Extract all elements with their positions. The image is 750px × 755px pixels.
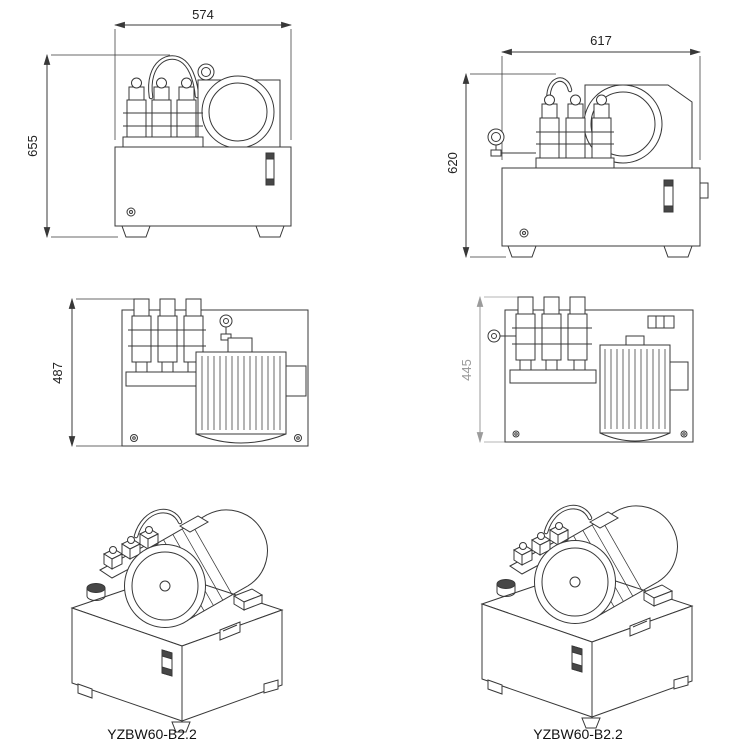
mounting-holes bbox=[512, 430, 688, 438]
pressure-gauge-icon bbox=[487, 128, 536, 157]
tank-foot bbox=[663, 245, 693, 258]
valve bbox=[567, 296, 588, 371]
valve-bank bbox=[122, 77, 204, 148]
tank-foot bbox=[507, 245, 537, 258]
valve bbox=[515, 296, 536, 371]
motor-top bbox=[195, 351, 307, 444]
valve bbox=[539, 94, 560, 159]
dim-655: 655 bbox=[25, 53, 170, 239]
valve bbox=[126, 77, 147, 138]
valve bbox=[541, 296, 562, 371]
front-view-2: 617 620 bbox=[445, 33, 709, 259]
iso-view-left bbox=[72, 510, 282, 732]
valve bbox=[131, 298, 152, 373]
top-fitting bbox=[647, 315, 675, 329]
side-bracket bbox=[699, 182, 709, 199]
valve bbox=[591, 94, 612, 159]
valve-bank bbox=[535, 94, 615, 169]
pressure-gauge-icon bbox=[487, 329, 516, 343]
caption-left: YZBW60-B2.2 bbox=[107, 726, 197, 742]
hose-icon bbox=[148, 55, 200, 100]
dim-620: 620 bbox=[445, 72, 556, 259]
dim-label-617: 617 bbox=[590, 33, 612, 48]
top-view-1: 487 bbox=[50, 297, 309, 448]
motor-shaft-end bbox=[625, 335, 645, 346]
valve bbox=[183, 298, 204, 373]
dim-label-445: 445 bbox=[459, 359, 474, 381]
tank-foot bbox=[255, 225, 285, 238]
dim-617: 617 bbox=[500, 33, 702, 160]
drain-plug-icon bbox=[519, 228, 529, 238]
level-gauge bbox=[265, 152, 275, 186]
level-gauge bbox=[663, 179, 674, 213]
motor-fins bbox=[604, 349, 666, 429]
tank-front bbox=[501, 167, 709, 258]
dim-445: 445 bbox=[459, 295, 518, 444]
dim-label-620: 620 bbox=[445, 152, 460, 174]
motor-terminal-box bbox=[285, 365, 307, 397]
motor-front bbox=[197, 75, 281, 149]
mounting-holes bbox=[130, 434, 302, 442]
breather-icon bbox=[219, 314, 233, 341]
front-view-1: 574 655 bbox=[25, 7, 293, 239]
pump-coupling bbox=[227, 337, 253, 353]
motor-top bbox=[599, 335, 689, 442]
dim-label-655: 655 bbox=[25, 135, 40, 157]
dim-label-574: 574 bbox=[192, 7, 214, 22]
dim-487: 487 bbox=[50, 297, 140, 448]
top-view-2: 445 bbox=[459, 295, 694, 444]
tank-foot bbox=[121, 225, 151, 238]
valve bbox=[565, 94, 586, 159]
dim-label-487: 487 bbox=[50, 362, 65, 384]
dim-574: 574 bbox=[113, 7, 293, 140]
valve bbox=[151, 77, 172, 138]
caption-right: YZBW60-B2.2 bbox=[533, 726, 623, 742]
valve-bank-top bbox=[125, 298, 211, 387]
valve bbox=[157, 298, 178, 373]
iso-view-right bbox=[482, 506, 692, 728]
valve-bank-top bbox=[509, 296, 597, 384]
tank-front bbox=[114, 146, 292, 238]
drain-plug-icon bbox=[126, 207, 136, 217]
valve bbox=[176, 77, 197, 138]
motor-fins bbox=[201, 356, 281, 430]
motor-terminal-box bbox=[669, 361, 689, 391]
